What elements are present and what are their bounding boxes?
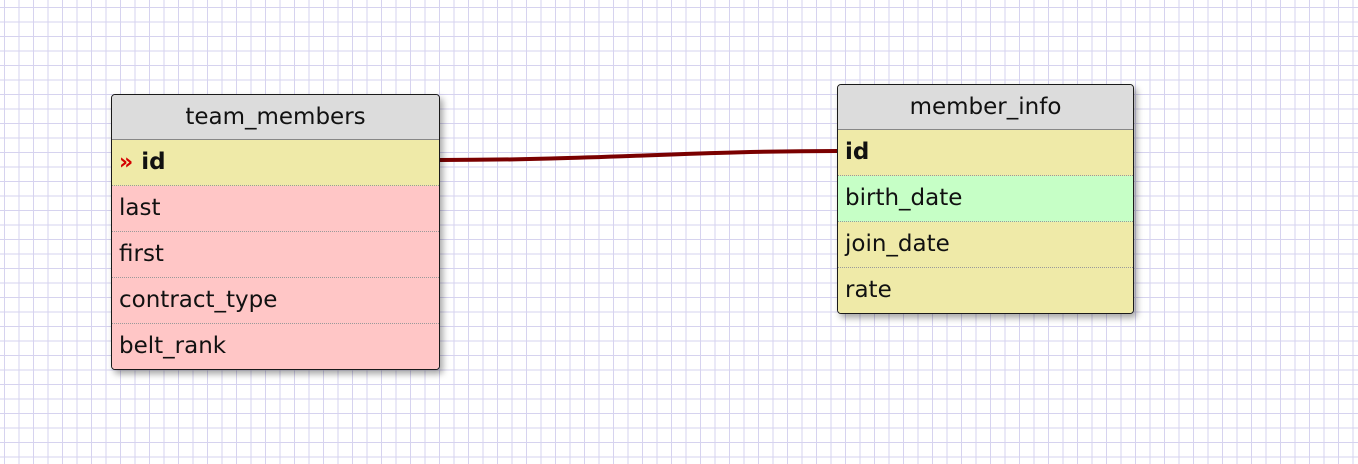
field-row-birth-date[interactable]: birth_date (838, 176, 1133, 222)
foreign-key-marker-icon: » (119, 150, 134, 175)
field-label: id (845, 139, 870, 165)
field-row-first[interactable]: first (112, 232, 439, 278)
field-row-join-date[interactable]: join_date (838, 222, 1133, 268)
field-label: last (119, 195, 161, 221)
table-title: member_info (838, 85, 1133, 130)
field-row-rate[interactable]: rate (838, 268, 1133, 313)
table-member-info[interactable]: member_info id birth_date join_date rate (837, 84, 1134, 314)
field-row-contract-type[interactable]: contract_type (112, 278, 439, 324)
field-label: id (141, 149, 166, 175)
field-label: contract_type (119, 287, 278, 313)
field-label: rate (845, 277, 892, 303)
field-label: birth_date (845, 185, 963, 211)
table-title: team_members (112, 95, 439, 140)
field-label: belt_rank (119, 333, 227, 359)
table-team-members[interactable]: team_members » id last first contract_typ… (111, 94, 440, 370)
field-row-id[interactable]: » id (112, 140, 439, 186)
relation-line-team-members-id-to-member-info-id[interactable] (439, 149, 839, 162)
field-row-last[interactable]: last (112, 186, 439, 232)
field-label: first (119, 241, 164, 267)
field-row-belt-rank[interactable]: belt_rank (112, 324, 439, 369)
field-row-id[interactable]: id (838, 130, 1133, 176)
field-label: join_date (845, 231, 950, 257)
